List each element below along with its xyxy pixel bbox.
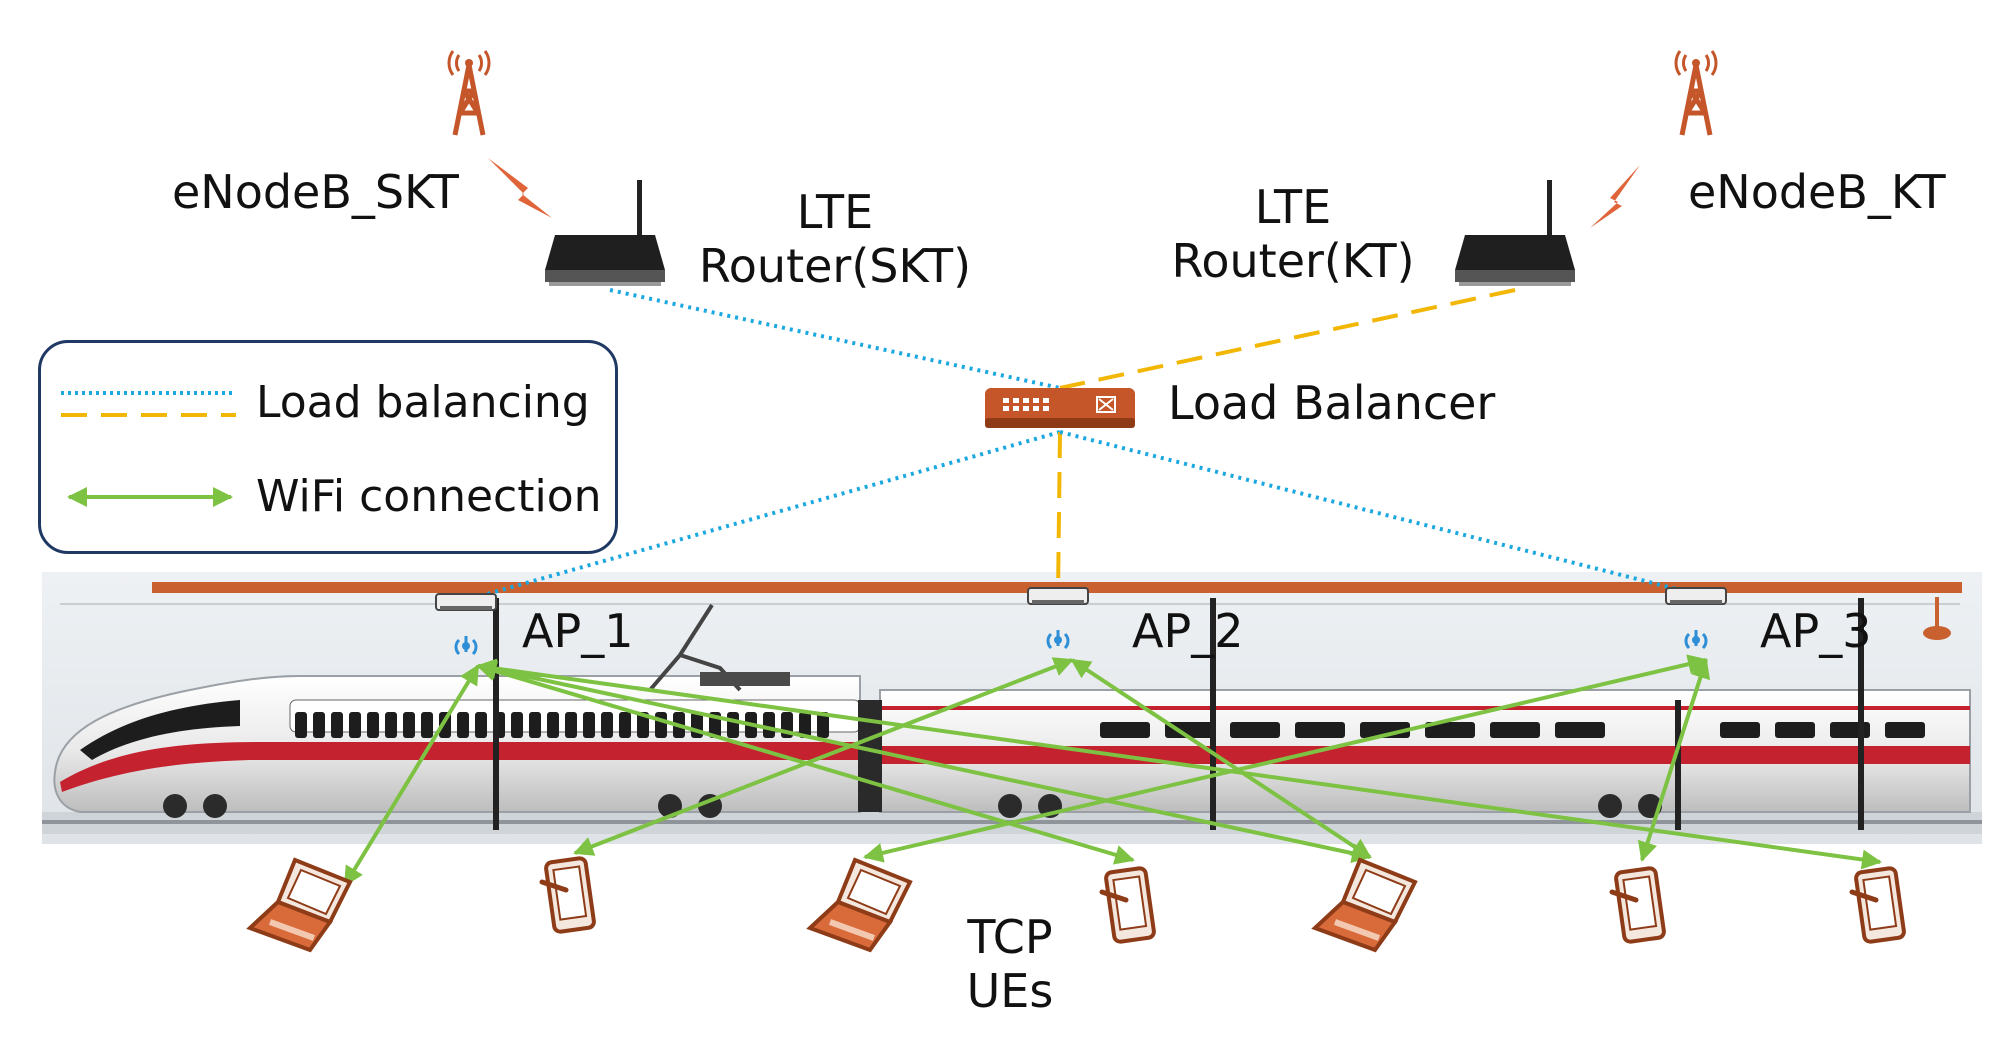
laptop-icon <box>1311 857 1418 953</box>
ap1-access-point-icon <box>435 593 497 656</box>
ap2-access-point-icon <box>1027 587 1089 650</box>
lte-router-kt-label: LTE Router(KT) <box>1163 180 1423 289</box>
tcp-ues-line1: TCP <box>967 910 1053 964</box>
lte-router-skt-label: LTE Router(SKT) <box>690 185 980 294</box>
wifi-link-8 <box>1637 658 1711 862</box>
lightning-bolt-icon <box>488 158 552 218</box>
ap2-label: AP_2 <box>1132 604 1244 658</box>
laptop-icon <box>806 857 913 953</box>
lte-link-skt <box>609 288 1061 390</box>
lte-router-kt-icon <box>1455 180 1575 286</box>
legend-box: Load balancing WiFi connection <box>38 340 618 554</box>
tcp-ues-label: TCP UEs <box>920 910 1100 1019</box>
lb-link-ap1 <box>465 430 1061 602</box>
tcp-ues-line2: UEs <box>966 964 1054 1019</box>
tablet-icon <box>1609 866 1666 944</box>
wifi-link-1 <box>343 664 480 887</box>
lb-link-ap3 <box>1059 430 1697 596</box>
legend-label-load-balancing: Load balancing <box>256 377 590 428</box>
legend-item-load-balancing: Load balancing <box>41 363 615 443</box>
ue-devices <box>246 856 1906 953</box>
lte-router-kt-line1: LTE <box>1254 180 1332 234</box>
tablet-icon <box>1849 866 1906 944</box>
enodeb-kt-label: eNodeB_KT <box>1688 165 1946 219</box>
lte-router-kt-line2: Router(KT) <box>1171 234 1415 289</box>
wifi-link-7 <box>863 654 1708 863</box>
legend-item-wifi: WiFi connection <box>41 457 615 537</box>
wifi-links <box>343 654 1882 887</box>
enodeb-kt-tower-icon <box>1674 50 1718 136</box>
lte-router-skt-icon <box>545 180 665 286</box>
legend-label-wifi: WiFi connection <box>256 471 602 522</box>
legend-lte-line-swatch <box>61 391 236 417</box>
lte-links <box>465 288 1697 602</box>
load-balancer-icon <box>985 388 1135 428</box>
ap3-access-point-icon <box>1665 587 1727 650</box>
enodeb-skt-tower-icon <box>447 50 491 136</box>
lb-link-ap2 <box>1056 431 1062 595</box>
ap3-label: AP_3 <box>1760 604 1872 658</box>
laptop-icon <box>246 857 353 953</box>
ap1-label: AP_1 <box>522 604 634 658</box>
enodeb-skt-label: eNodeB_SKT <box>172 165 459 219</box>
legend-wifi-arrow-swatch <box>67 487 233 507</box>
lte-router-skt-line1: LTE <box>796 185 874 239</box>
load-balancer-label: Load Balancer <box>1168 376 1496 430</box>
tablet-icon <box>539 856 596 934</box>
lte-link-kt <box>1059 288 1516 390</box>
tablet-icon <box>1099 866 1156 944</box>
lightning-bolt-icon <box>1590 165 1640 228</box>
lte-router-skt-line2: Router(SKT) <box>698 239 972 294</box>
